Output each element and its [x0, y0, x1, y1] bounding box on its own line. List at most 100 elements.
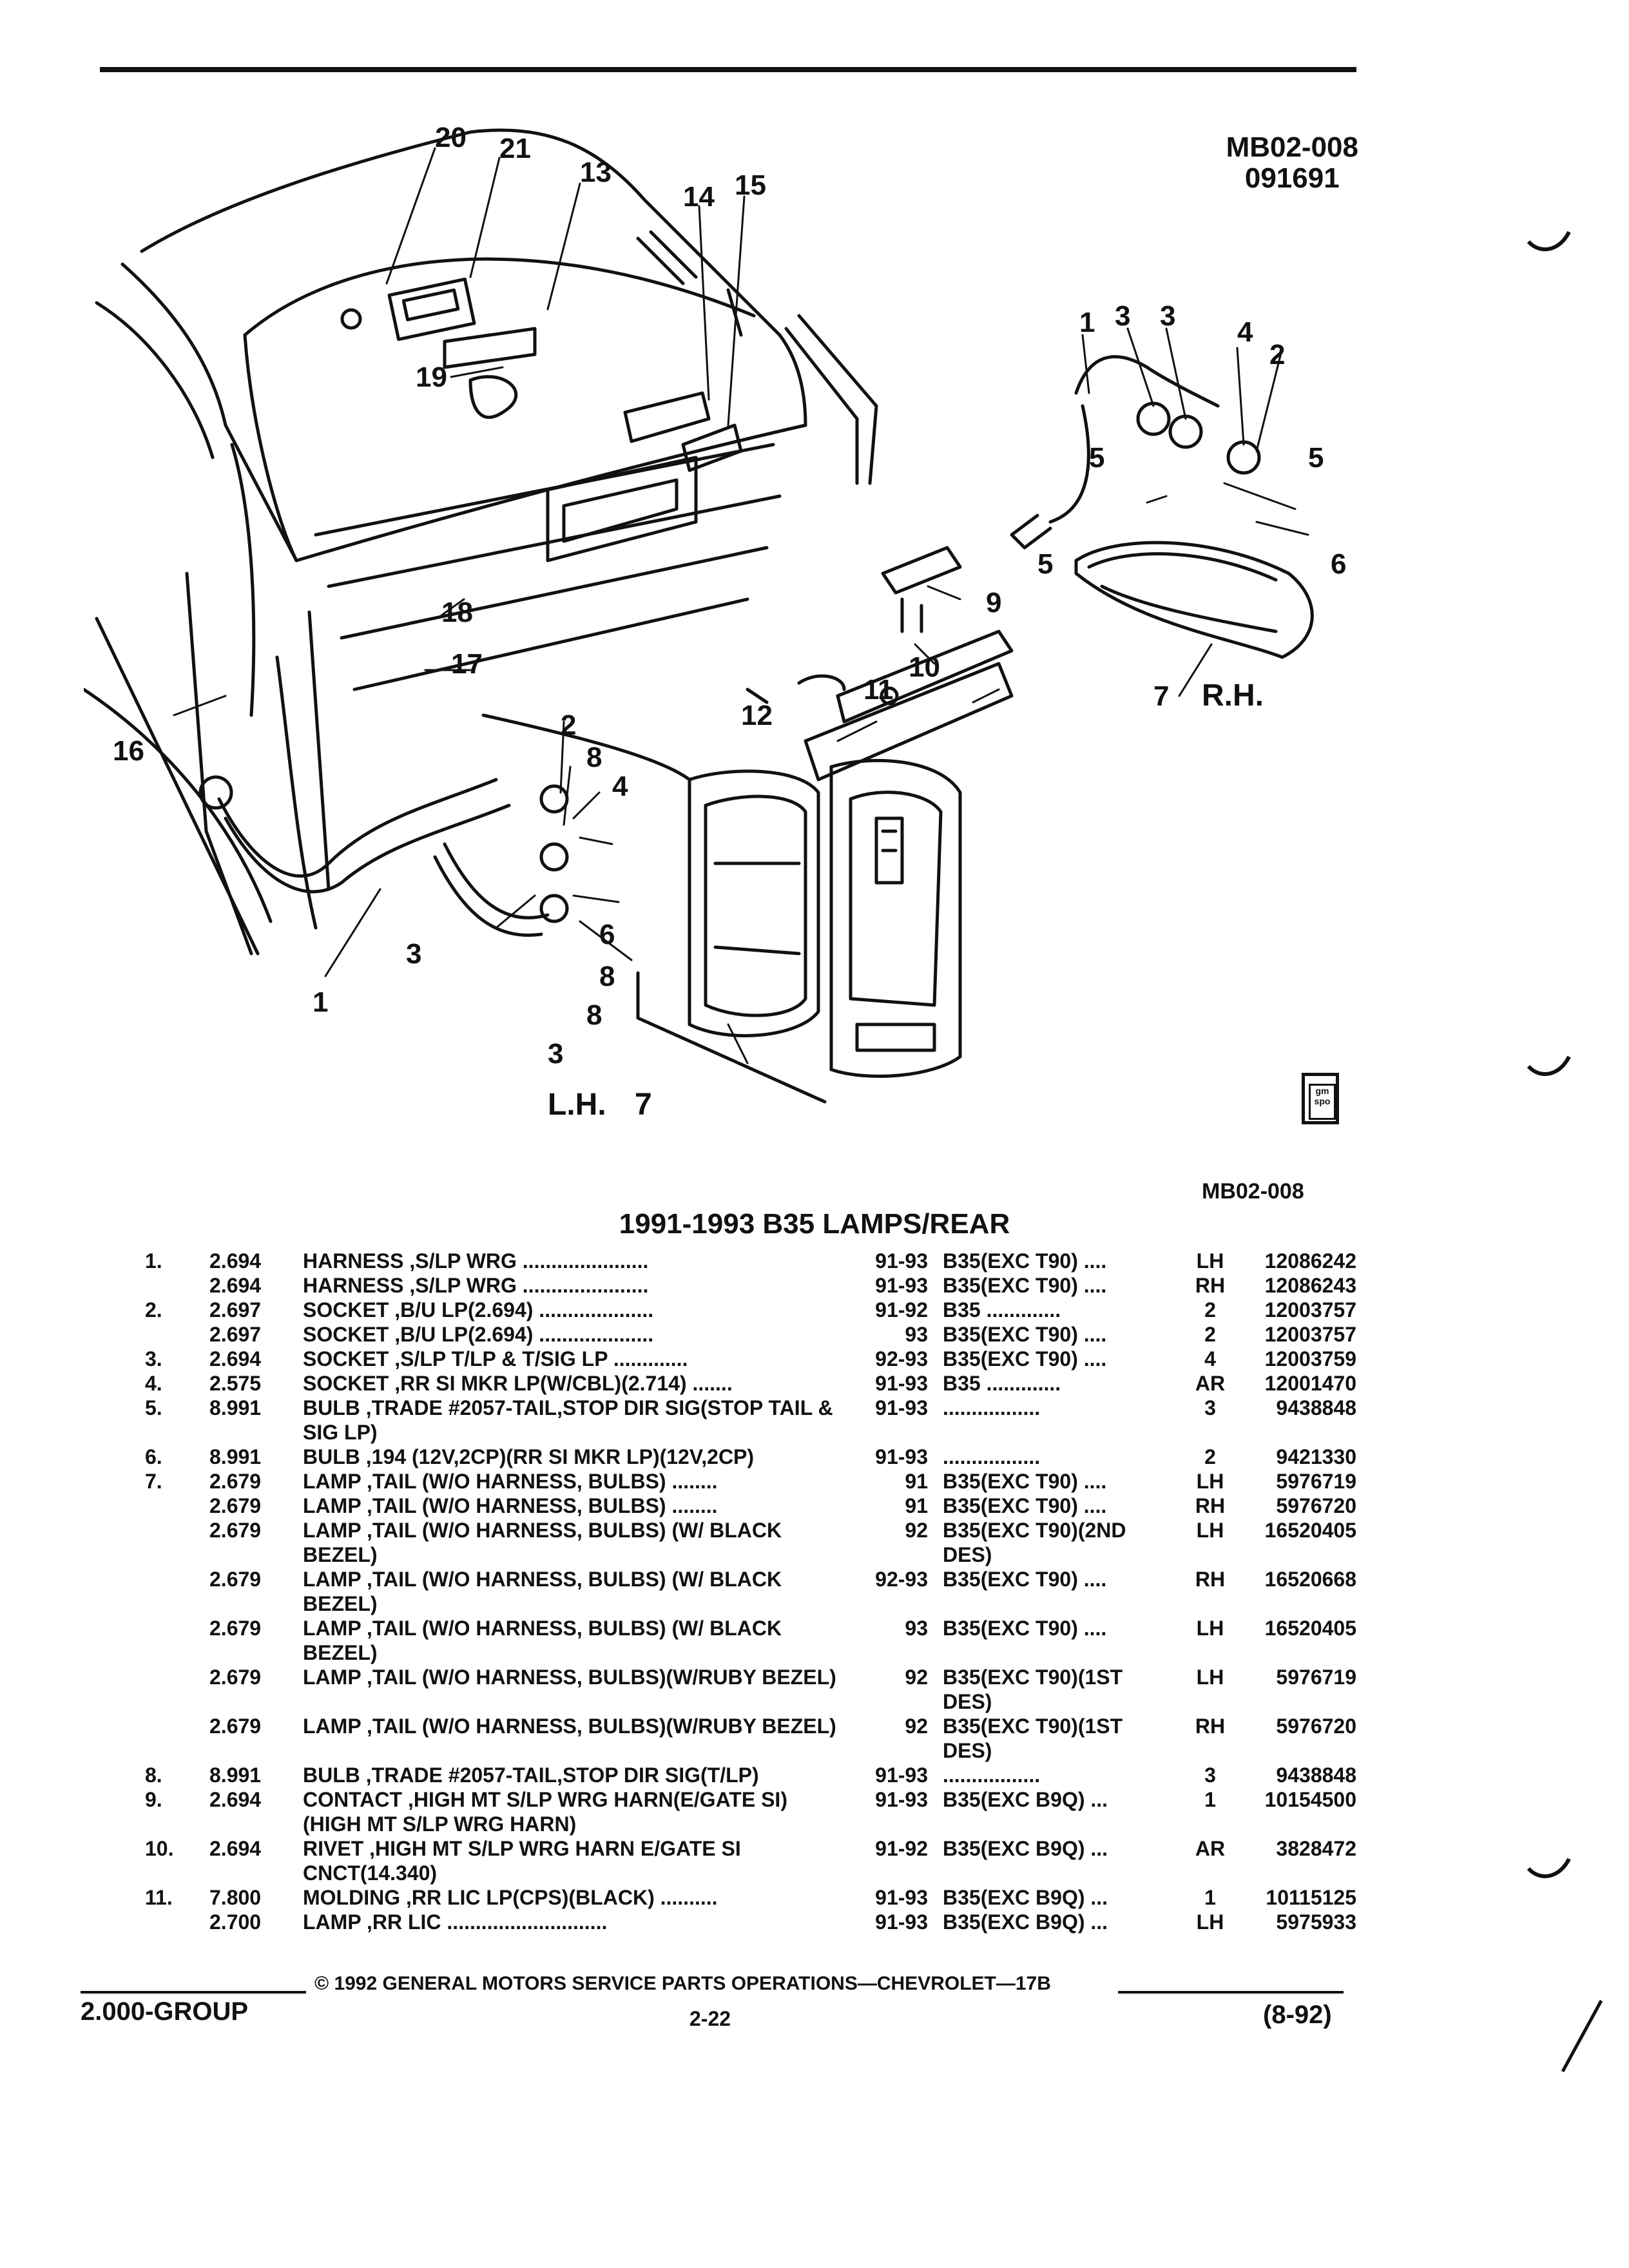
leader-lines [173, 147, 1309, 1064]
quantity: 3 [1204, 1763, 1216, 1787]
high-mount-stop-lamp-parts [340, 230, 743, 472]
model-applicability: B35(EXC T90) .... [943, 1347, 1107, 1370]
model-years: 91-93 [875, 1274, 928, 1297]
model-years: 91 [905, 1470, 928, 1493]
reference-code: MB02-008 091691 [1226, 132, 1358, 194]
part-description: BULB ,TRADE #2057-TAIL,STOP DIR SIG(T/LP… [303, 1763, 759, 1787]
lh-tail-lamp-assembly [198, 713, 962, 1104]
quantity: LH [1196, 1910, 1224, 1934]
callout-4: 4 [612, 771, 628, 802]
model-applicability: B35 ............. [943, 1372, 1061, 1395]
ref-date: 091691 [1244, 162, 1340, 194]
part-description: RIVET ,HIGH MT S/LP WRG HARN E/GATE SI C… [303, 1837, 741, 1885]
callout-19: 19 [416, 361, 447, 393]
part-description: LAMP ,TAIL (W/O HARNESS, BULBS)(W/RUBY B… [303, 1666, 836, 1689]
footer-rule-left [81, 1991, 306, 1994]
model-years: 92 [905, 1715, 928, 1738]
model-years: 92-93 [875, 1347, 928, 1370]
callout-3b: 3 [548, 1038, 563, 1070]
group-number: 2.679 [209, 1494, 262, 1517]
quantity: RH [1195, 1568, 1226, 1591]
quantity: 4 [1204, 1347, 1216, 1370]
model-years: 91-93 [875, 1788, 928, 1811]
callout-5-rh: 5 [1089, 442, 1104, 474]
part-number: 9438848 [1276, 1396, 1356, 1419]
part-description: LAMP ,TAIL (W/O HARNESS, BULBS) (W/ BLAC… [303, 1568, 782, 1615]
part-description: LAMP ,TAIL (W/O HARNESS, BULBS) ........ [303, 1470, 718, 1493]
callout-14: 14 [683, 181, 715, 213]
part-number: 5976719 [1276, 1666, 1356, 1689]
model-applicability: B35(EXC B9Q) ... [943, 1910, 1108, 1934]
page-number: 2-22 [689, 2007, 731, 2030]
part-description: SOCKET ,RR SI MKR LP(W/CBL)(2.714) .....… [303, 1372, 733, 1395]
callout-4-rh: 4 [1237, 316, 1253, 348]
part-number: 3828472 [1276, 1837, 1356, 1860]
callout-5-rh-c: 5 [1037, 548, 1053, 580]
model-years: 93 [905, 1323, 928, 1346]
model-years: 91-92 [875, 1298, 928, 1321]
callout-13: 13 [580, 157, 612, 188]
group-number: 2.694 [209, 1249, 262, 1273]
group-number: 8.991 [209, 1396, 262, 1419]
callout-3: 3 [406, 938, 421, 970]
part-description: HARNESS ,S/LP WRG ...................... [303, 1274, 649, 1297]
model-years: 91-93 [875, 1372, 928, 1395]
group-number: 2.575 [209, 1372, 262, 1395]
part-number: 5976719 [1276, 1470, 1356, 1493]
item-number: 1. [145, 1249, 162, 1273]
model-years: 91-92 [875, 1837, 928, 1860]
part-number: 12003759 [1264, 1347, 1356, 1370]
group-number: 8.991 [209, 1445, 262, 1468]
part-number: 12086243 [1264, 1274, 1356, 1297]
item-number: 9. [145, 1788, 162, 1811]
quantity: 2 [1204, 1298, 1216, 1321]
part-number: 9438848 [1276, 1763, 1356, 1787]
model-applicability: B35 ............. [943, 1298, 1061, 1321]
quantity: 2 [1204, 1323, 1216, 1346]
model-years: 91-93 [875, 1886, 928, 1909]
binder-mark-icon [1527, 1055, 1571, 1076]
group-number: 2.694 [209, 1347, 262, 1370]
model-applicability: B35(EXC T90) .... [943, 1617, 1107, 1640]
model-applicability: B35(EXC T90) .... [943, 1568, 1107, 1591]
callout-2-rh: 2 [1269, 339, 1285, 370]
quantity: LH [1196, 1666, 1224, 1689]
part-description: SOCKET ,B/U LP(2.694) ..................… [303, 1298, 654, 1321]
part-number: 5976720 [1276, 1494, 1356, 1517]
footer-rule-right [1118, 1991, 1344, 1994]
part-description: MOLDING ,RR LIC LP(CPS)(BLACK) .........… [303, 1886, 718, 1909]
model-applicability: B35(EXC T90) .... [943, 1323, 1107, 1346]
group-number: 2.679 [209, 1519, 262, 1542]
rh-tail-lamp-assembly [1010, 355, 1314, 659]
group-number: 2.700 [209, 1910, 262, 1934]
callout-18: 18 [441, 597, 473, 628]
callout-5-rh-b: 5 [1308, 442, 1324, 474]
part-description: LAMP ,TAIL (W/O HARNESS, BULBS) ........ [303, 1494, 718, 1517]
license-lamp-molding [746, 546, 1014, 782]
part-description: HARNESS ,S/LP WRG ...................... [303, 1249, 649, 1273]
model-applicability: B35(EXC T90) .... [943, 1249, 1107, 1273]
model-applicability: B35(EXC T90)(1ST DES) [943, 1715, 1123, 1762]
group-number: 8.991 [209, 1763, 262, 1787]
item-number: 8. [145, 1763, 162, 1787]
item-number: 2. [145, 1298, 162, 1321]
model-years: 91-93 [875, 1910, 928, 1934]
callout-1-rh: 1 [1079, 307, 1095, 338]
model-applicability: ................. [943, 1763, 1041, 1787]
callout-20: 20 [435, 122, 467, 153]
part-number: 16520405 [1264, 1519, 1356, 1542]
quantity: AR [1195, 1837, 1226, 1860]
item-number: 4. [145, 1372, 162, 1395]
model-applicability: B35(EXC B9Q) ... [943, 1788, 1108, 1811]
quantity: 1 [1204, 1886, 1216, 1909]
group-number: 2.697 [209, 1323, 262, 1346]
item-number: 7. [145, 1470, 162, 1493]
